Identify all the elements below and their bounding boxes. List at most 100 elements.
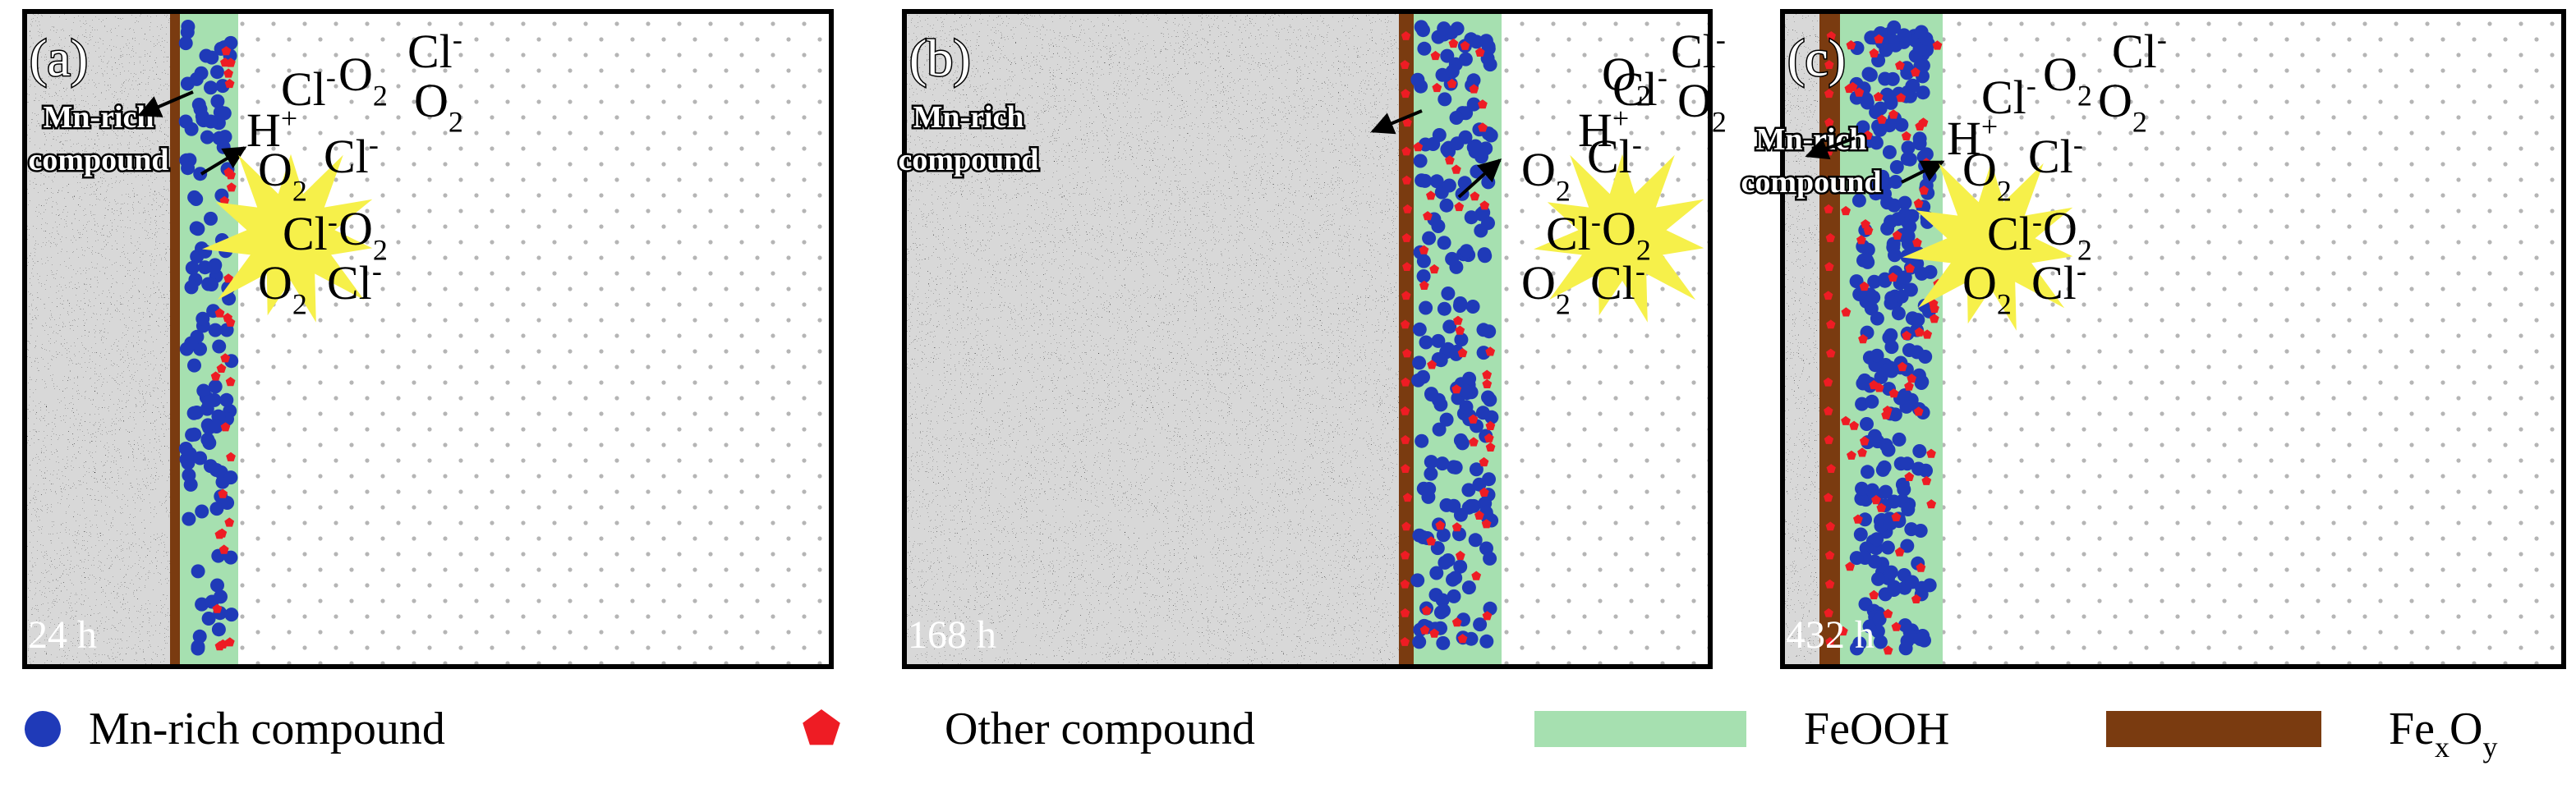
other-particle	[1826, 348, 1836, 358]
other-particle	[1451, 384, 1461, 394]
other-particle	[1401, 175, 1412, 185]
mn-rich-particle	[1852, 636, 1867, 651]
chloride-label-base: Cl	[1981, 71, 2026, 124]
mn-rich-particle	[199, 48, 214, 63]
mn-rich-particle	[223, 470, 238, 485]
oxygen-label-sub: 2	[2132, 106, 2147, 139]
chloride-label: Cl-	[1590, 254, 1645, 310]
chloride-label-base: Cl	[327, 256, 372, 310]
mn-rich-particle	[1852, 287, 1867, 301]
mn-rich-particle	[1437, 603, 1451, 618]
other-particle	[1400, 579, 1410, 589]
other-particle	[1451, 617, 1462, 627]
oxygen-label-sub: 2	[373, 234, 388, 267]
mn-rich-particle	[1448, 571, 1463, 585]
mn-rich-particle	[191, 640, 205, 654]
mn-rich-particle	[1459, 400, 1474, 415]
mn-rich-particle	[1436, 528, 1451, 543]
other-particle	[1824, 406, 1833, 415]
oxygen-label-base: O	[1962, 143, 1997, 196]
oxygen-label: O2	[338, 202, 388, 267]
other-particle	[1871, 494, 1881, 505]
substrate-texture	[25, 11, 170, 667]
oxygen-label: O2	[1677, 74, 1727, 139]
other-particle	[1470, 191, 1480, 201]
oxygen-label-base: O	[1677, 74, 1712, 127]
mn-rich-particle	[1436, 635, 1451, 650]
other-particle	[1844, 83, 1855, 94]
legend-other: Other compound	[945, 704, 1255, 754]
mn-rich-particle	[1435, 456, 1450, 471]
mn-rich-particle	[1476, 323, 1491, 337]
mn-rich-particle	[1416, 481, 1431, 496]
chloride-label-sup: -	[2032, 205, 2042, 238]
fexoy-swatch	[2106, 711, 2321, 747]
proton-burst-icon	[202, 154, 373, 323]
other-particle	[1451, 522, 1462, 532]
chloride-label-sup: -	[2077, 254, 2086, 287]
mn-rich-particle	[1858, 512, 1872, 527]
oxygen-label-sub: 2	[1636, 234, 1651, 267]
mn-rich-particle	[1873, 635, 1888, 649]
other-particle	[1419, 280, 1429, 290]
other-particle	[220, 422, 231, 432]
feooh-swatch	[1534, 711, 1746, 747]
other-particle	[1401, 146, 1411, 156]
mn-rich-particle	[1867, 429, 1882, 443]
oxygen-label-sub: 2	[1712, 106, 1727, 139]
other-particle	[214, 530, 225, 539]
mn-rich-particle	[1897, 28, 1911, 43]
mn-rich-particle	[1442, 319, 1457, 334]
mn-rich-particle	[1424, 455, 1438, 470]
panel-letter: (c)	[1787, 29, 1846, 87]
other-particle	[224, 517, 235, 527]
other-particle	[1873, 91, 1884, 102]
other-particle	[218, 488, 228, 498]
other-particle	[1401, 464, 1410, 473]
mn-rich-particle	[1442, 178, 1456, 193]
other-particle	[1474, 47, 1485, 57]
mn-rich-particle	[1424, 387, 1439, 402]
mn-rich-particle	[192, 629, 207, 644]
other-particle	[225, 377, 236, 387]
other-particle	[1901, 131, 1911, 140]
panel-frame	[902, 9, 1713, 669]
legend-fexoy-y: y	[2482, 731, 2497, 763]
other-particle	[1401, 89, 1410, 99]
oxygen-label-base: O	[1602, 202, 1636, 255]
particles	[1823, 20, 1944, 656]
other-particle	[214, 308, 225, 318]
other-particle	[1825, 233, 1835, 242]
chloride-label-sup: -	[2026, 69, 2036, 102]
chloride-label-sup: -	[1632, 128, 1642, 161]
oxygen-label-base: O	[1602, 48, 1636, 101]
other-particle	[223, 273, 233, 283]
mn-rich-particle	[1898, 270, 1912, 285]
mn-rich-particle	[1419, 300, 1433, 315]
oxygen-label-sub: 2	[1636, 80, 1651, 112]
mn-rich-particle	[1892, 432, 1907, 447]
other-particle	[210, 371, 221, 381]
chloride-label-sup: -	[1716, 23, 1726, 56]
mn-rich-particle	[193, 167, 208, 181]
mn-rich-particle	[183, 477, 198, 492]
mn-rich-particle	[1894, 117, 1909, 132]
mn-rich-particle	[1901, 502, 1916, 516]
mn-rich-particle	[1466, 73, 1481, 88]
other-particle	[1430, 50, 1441, 61]
mn-rich-particle	[187, 427, 202, 442]
mn-rich-particle	[1479, 634, 1494, 649]
chloride-label: Cl-	[1671, 23, 1726, 78]
other-particle	[1922, 329, 1933, 339]
mn-rich-particle	[1410, 573, 1425, 588]
mn-rich-particle	[224, 608, 239, 622]
mn-rich-particle	[1459, 244, 1474, 259]
other-particle	[1469, 84, 1479, 94]
other-particle	[1824, 262, 1834, 271]
mn-rich-particle	[1416, 254, 1431, 268]
mn-rich-particle	[1912, 136, 1927, 151]
oxygen-label-sub: 2	[2077, 80, 2092, 112]
other-particle	[1824, 608, 1833, 617]
other-particle	[1460, 40, 1470, 50]
mn-rich-particle	[1472, 477, 1487, 492]
